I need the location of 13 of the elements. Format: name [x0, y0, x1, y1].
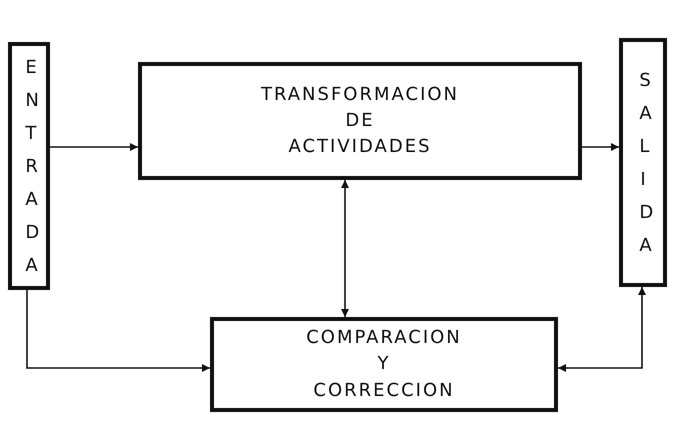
arrow: [341, 180, 349, 317]
process-box: [210, 317, 558, 412]
node-label: COMPARACION Y CORRECCION: [306, 326, 462, 403]
vertical-box: [619, 38, 667, 287]
arrow: [26, 290, 210, 372]
arrow: [582, 143, 619, 151]
arrow: [50, 143, 138, 151]
node-label: ENTRADA: [25, 56, 44, 278]
node-label: SALIDA: [639, 68, 658, 258]
vertical-box: [8, 42, 50, 290]
arrow: [558, 287, 646, 372]
node-label: TRANSFORMACION DE ACTIVIDADES: [260, 82, 460, 160]
process-box: [138, 62, 582, 180]
